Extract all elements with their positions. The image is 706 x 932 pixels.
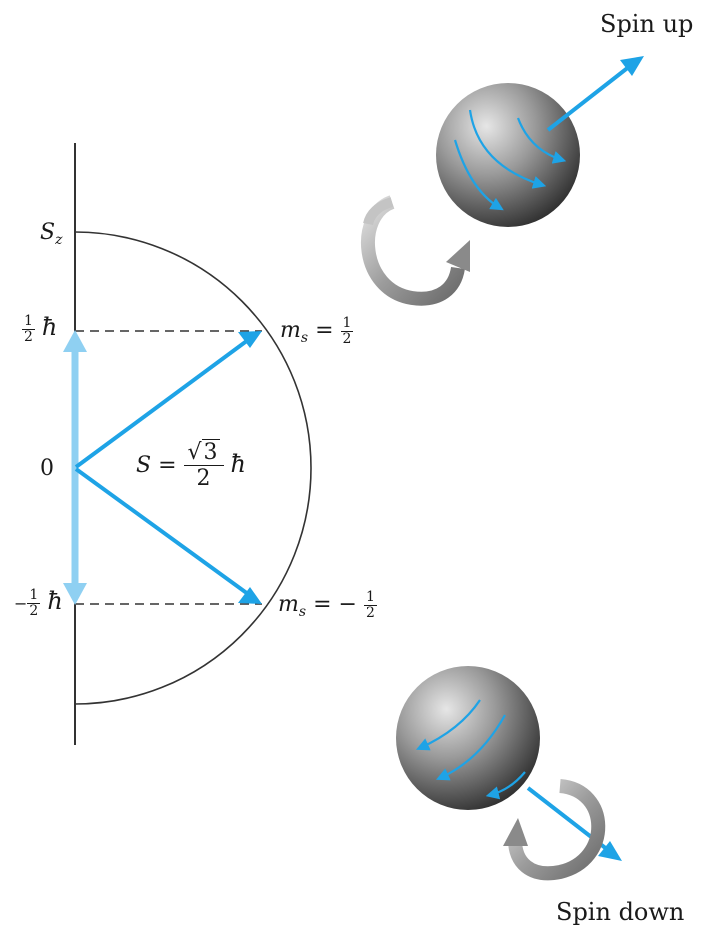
spin-down-rotation-arrow: [508, 779, 606, 881]
spin-down-label: Spin down: [556, 898, 685, 926]
spin-vector-down-head: [238, 587, 262, 604]
spin-up-axis-arrow: [546, 64, 632, 132]
spin-up-label: Spin up: [600, 10, 694, 38]
spin-cone-arc: [74, 231, 312, 705]
spin-up-rotation-arrow: [361, 195, 465, 306]
spin-up-electron: [361, 56, 644, 306]
spin-vector-down: [74, 467, 250, 596]
spin-vector-up: [74, 338, 250, 469]
spin-up-sphere: [436, 83, 580, 227]
sz-down-arrowhead: [63, 583, 87, 605]
spin-down-electron: [396, 666, 622, 881]
sz-up-arrowhead: [63, 330, 87, 352]
zero-label: 0: [40, 456, 54, 481]
spin-down-sphere: [396, 666, 540, 810]
spin-vector-up-head: [238, 331, 262, 348]
sz-axis-label: Sz: [40, 220, 63, 248]
